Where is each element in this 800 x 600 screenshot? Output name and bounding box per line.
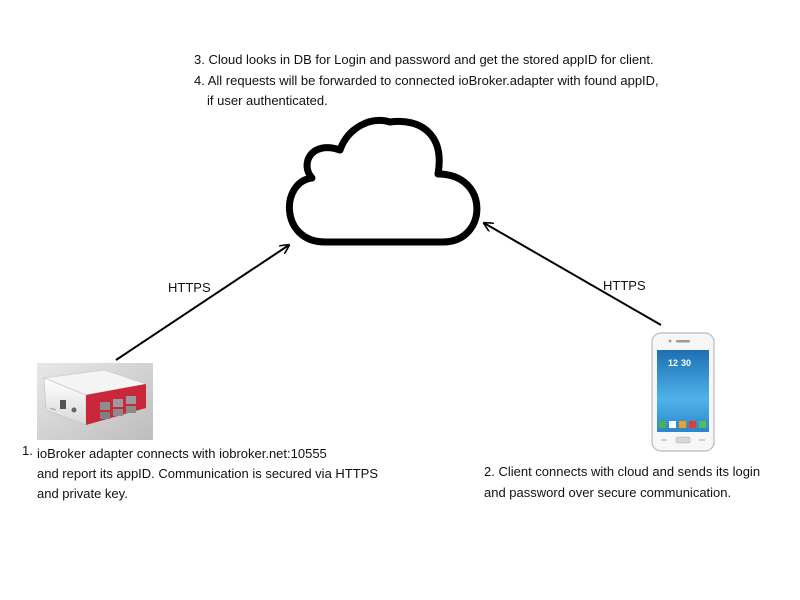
step-2-line-2: and password over secure communication. (484, 485, 732, 500)
step-3-text: 3. Cloud looks in DB for Login and passw… (194, 52, 654, 67)
right-https-label: HTTPS (603, 278, 646, 293)
left-https-arrow (115, 245, 289, 361)
svg-text:12: 12 (668, 358, 678, 368)
left-https-label: HTTPS (168, 280, 211, 295)
raspberry-pi-icon (37, 363, 153, 440)
smartphone-icon: 12 30 (651, 332, 715, 452)
step-1-line-3: and private key. (37, 486, 128, 501)
step-1-number: 1. (22, 443, 33, 458)
step-2-line-1: 2. Client connects with cloud and sends … (484, 464, 761, 479)
cloud-icon (286, 117, 481, 246)
svg-text:30: 30 (681, 358, 691, 368)
step-4-line-1: 4. All requests will be forwarded to con… (194, 73, 659, 88)
step-4-line-2: if user authenticated. (207, 93, 328, 108)
step-1-line-2: and report its appID. Communication is s… (37, 466, 379, 481)
step-1-line-1: ioBroker adapter connects with iobroker.… (37, 446, 327, 461)
right-https-arrow (484, 223, 662, 326)
